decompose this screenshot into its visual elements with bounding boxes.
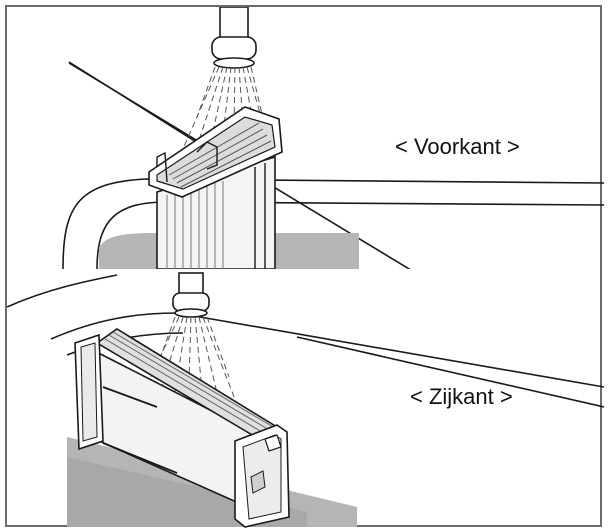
- faucet-icon: [211, 7, 257, 69]
- sink-floor-shade: [67, 457, 307, 527]
- faucet-icon: [172, 272, 210, 318]
- diagram-frame: < Voorkant >: [5, 5, 604, 528]
- filter-cartridge-icon: [148, 106, 283, 269]
- filter-cartridge-icon: [74, 328, 290, 528]
- front-view-illustration: [62, 7, 604, 269]
- water-spray-icon: [126, 316, 246, 446]
- sink-icon: [7, 274, 604, 408]
- sink-basin-shade: [67, 437, 357, 527]
- side-view-caption: < Zijkant >: [410, 384, 513, 409]
- front-view-caption: < Voorkant >: [395, 134, 520, 159]
